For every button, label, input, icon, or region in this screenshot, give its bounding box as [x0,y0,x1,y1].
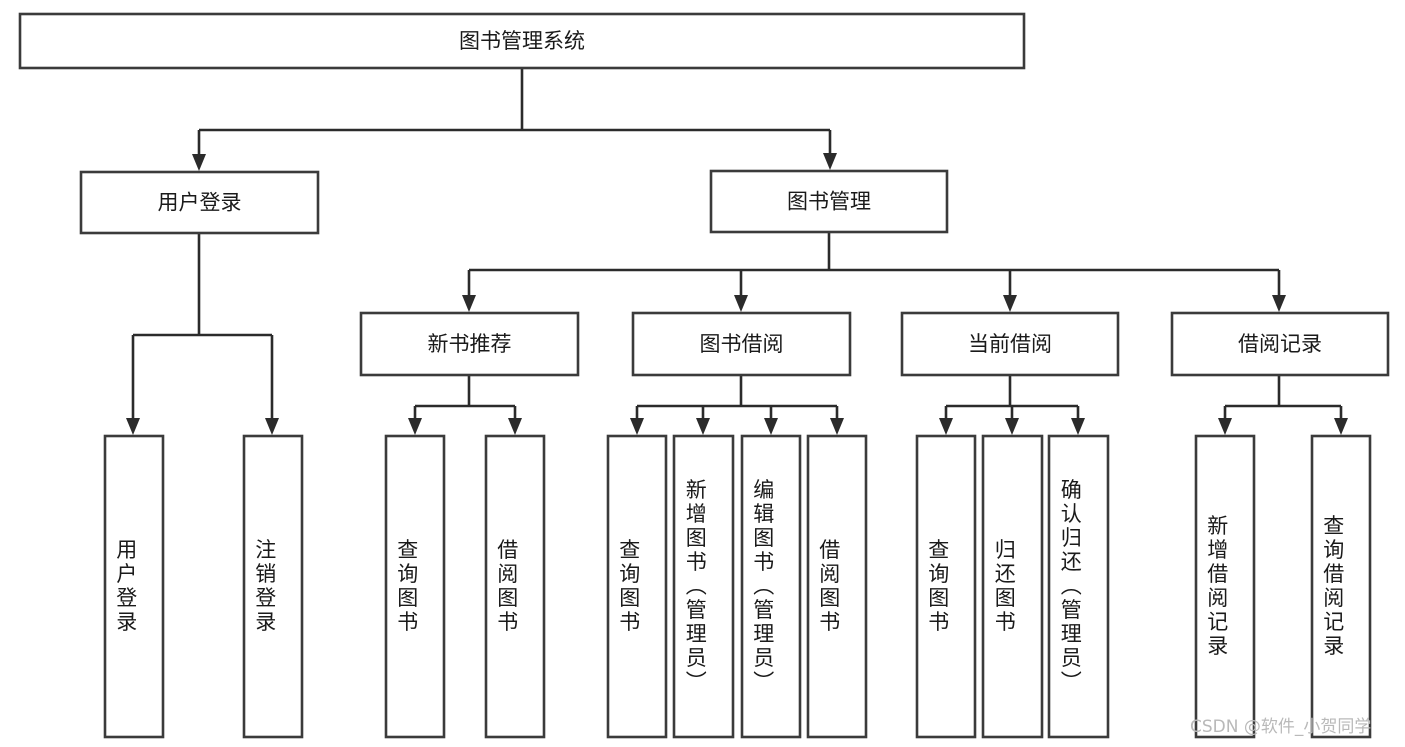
node-新增图书管理员-label: 新增图书（管理员） [683,479,707,695]
node-查询图书-label: 查询图书 [395,539,419,635]
node-当前借阅[interactable]: 当前借阅 [900,311,1120,377]
arrow-new-c1 [408,418,422,435]
node-查询图书[interactable]: 查询图书 [606,434,668,739]
node-图书借阅-box[interactable] [631,311,852,377]
node-用户登录[interactable]: 用户登录 [103,434,165,739]
node-查询图书-box[interactable] [606,434,668,739]
node-查询图书-label: 查询图书 [617,539,641,635]
arrow-current-c2 [1005,418,1019,435]
node-查询图书[interactable]: 查询图书 [384,434,446,739]
node-当前借阅-label: 当前借阅 [968,332,1052,356]
node-查询图书[interactable]: 查询图书 [915,434,977,739]
node-编辑图书管理员[interactable]: 编辑图书（管理员） [740,434,802,739]
node-用户登录-box[interactable] [79,170,320,235]
node-图书管理系统-label: 图书管理系统 [459,29,585,53]
node-图书管理系统-box[interactable] [18,12,1026,70]
node-编辑图书管理员-box[interactable] [740,434,802,739]
node-编辑图书管理员-label: 编辑图书（管理员） [751,479,775,695]
arrow-to-book-mgmt [823,153,837,170]
node-确认归还管理员[interactable]: 确认归还（管理员） [1047,434,1110,739]
node-查询图书-box[interactable] [915,434,977,739]
node-新增借阅记录-label: 新增借阅记录 [1205,515,1229,659]
node-归还图书[interactable]: 归还图书 [981,434,1044,739]
node-用户登录-label: 用户登录 [158,191,242,215]
arrow-records-c1 [1218,418,1232,435]
arrow-records-c2 [1334,418,1348,435]
node-查询借阅记录-label: 查询借阅记录 [1321,515,1345,659]
node-查询图书-label: 查询图书 [926,539,950,635]
arrow-user-c1 [126,418,140,435]
node-当前借阅-box[interactable] [900,311,1120,377]
node-用户登录[interactable]: 用户登录 [79,170,320,235]
arrow-to-borrow [734,295,748,312]
node-借阅图书-box[interactable] [484,434,546,739]
node-借阅记录-label: 借阅记录 [1238,332,1322,356]
node-用户登录-label: 用户登录 [114,539,138,635]
node-借阅图书[interactable]: 借阅图书 [806,434,868,739]
node-借阅图书-label: 借阅图书 [495,539,519,635]
node-新增图书管理员-box[interactable] [672,434,735,739]
node-借阅图书[interactable]: 借阅图书 [484,434,546,739]
arrow-borrow-c4 [830,418,844,435]
node-图书借阅[interactable]: 图书借阅 [631,311,852,377]
node-归还图书-label: 归还图书 [992,539,1016,635]
node-图书管理-box[interactable] [709,169,949,234]
node-查询借阅记录-box[interactable] [1310,434,1372,739]
node-新书推荐[interactable]: 新书推荐 [359,311,580,377]
arrow-to-records [1272,295,1286,312]
node-新增图书管理员[interactable]: 新增图书（管理员） [672,434,735,739]
node-确认归还管理员-label: 确认归还（管理员） [1058,479,1082,695]
node-图书管理系统[interactable]: 图书管理系统 [18,12,1026,70]
arrow-head-layer [126,153,1348,435]
node-借阅记录[interactable]: 借阅记录 [1170,311,1390,377]
node-注销登录[interactable]: 注销登录 [242,434,304,739]
node-注销登录-label: 注销登录 [253,539,277,635]
node-图书管理-label: 图书管理 [787,190,871,214]
node-新书推荐-box[interactable] [359,311,580,377]
node-图书借阅-label: 图书借阅 [700,332,784,356]
node-新书推荐-label: 新书推荐 [428,332,512,356]
node-借阅图书-box[interactable] [806,434,868,739]
node-图书管理[interactable]: 图书管理 [709,169,949,234]
node-layer: 图书管理系统用户登录用户登录注销登录图书管理新书推荐查询图书借阅图书图书借阅查询… [18,12,1390,739]
csdn-watermark: CSDN @软件_小贺同学 [1190,717,1371,737]
arrow-current-c3 [1071,418,1085,435]
arrow-to-user-login [192,154,206,171]
node-新增借阅记录[interactable]: 新增借阅记录 [1194,434,1256,739]
node-查询图书-box[interactable] [384,434,446,739]
arrow-current-c1 [939,418,953,435]
arrow-new-c2 [508,418,522,435]
node-归还图书-box[interactable] [981,434,1044,739]
arrow-user-c2 [265,418,279,435]
node-用户登录-box[interactable] [103,434,165,739]
arrow-borrow-c1 [630,418,644,435]
arrow-borrow-c2 [696,418,710,435]
arrow-to-new-books [462,295,476,312]
node-确认归还管理员-box[interactable] [1047,434,1110,739]
arrow-borrow-c3 [764,418,778,435]
node-新增借阅记录-box[interactable] [1194,434,1256,739]
node-查询借阅记录[interactable]: 查询借阅记录 [1310,434,1372,739]
node-借阅记录-box[interactable] [1170,311,1390,377]
arrow-to-current [1003,295,1017,312]
node-注销登录-box[interactable] [242,434,304,739]
node-借阅图书-label: 借阅图书 [817,539,841,635]
